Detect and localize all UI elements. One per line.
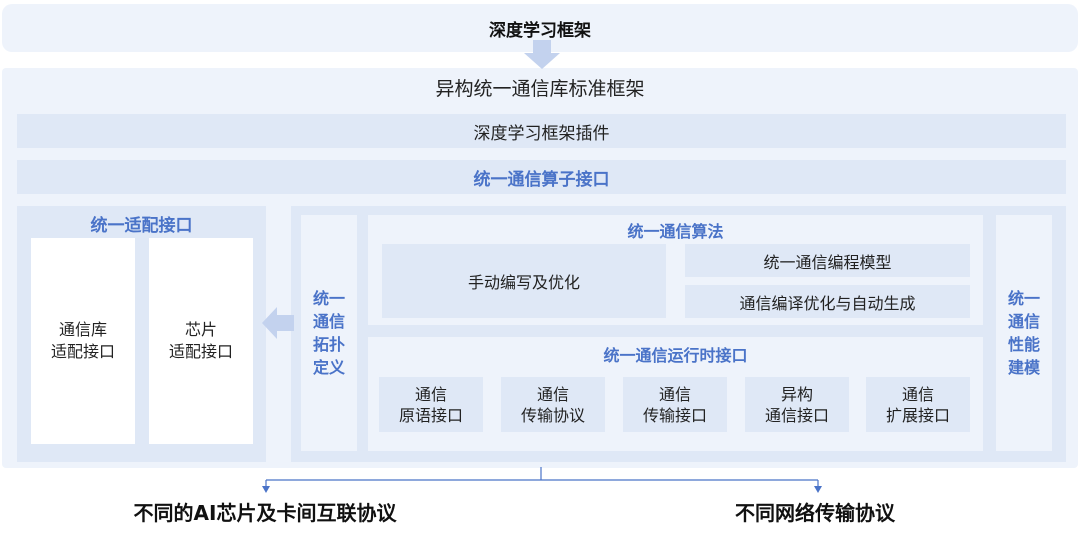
deep-learning-framework-title: 深度学习框架 [489,20,591,41]
compile-generation-box: 通信编译优化与自动生成 [685,285,970,318]
heterogeneous-interface-box: 异构 通信接口 [745,377,849,432]
chip-protocols-label: 不同的AI芯片及卡间互联协议 [133,500,397,525]
framework-plugin-band: 深度学习框架插件 [17,114,1066,148]
runtime-box-line: 原语接口 [398,405,463,425]
manual-optimization-box: 手动编写及优化 [382,244,666,318]
performance-line: 建模 [1007,358,1040,377]
runtime-box-line: 传输接口 [642,405,707,425]
topology-definition-box: 统一 通信 拓扑 定义 [301,215,357,451]
bottom-connector [262,467,822,493]
runtime-box-line: 传输协议 [520,405,585,425]
runtime-box-line: 异构 [780,384,813,404]
performance-line: 统一 [1007,289,1040,308]
left-arrow-icon [262,307,294,339]
extension-interface-box: 通信 扩展接口 [866,377,970,432]
runtime-interface-title: 统一通信运行时接口 [603,346,748,365]
down-arrow-icon [524,40,560,69]
performance-line: 通信 [1007,312,1040,331]
runtime-box-line: 通信 [658,384,691,404]
performance-line: 性能 [1007,335,1040,354]
framework-title: 异构统一通信库标准框架 [435,77,645,100]
programming-model-box: 统一通信编程模型 [685,244,970,277]
transport-protocol-box: 通信 传输协议 [501,377,605,432]
topology-line: 统一 [312,289,345,308]
network-protocols-label: 不同网络传输协议 [735,500,895,525]
runtime-box-line: 通信 [536,384,569,404]
operator-interface-band: 统一通信算子接口 [17,160,1066,194]
runtime-box-line: 通信接口 [764,405,829,425]
transport-interface-box: 通信 传输接口 [623,377,727,432]
runtime-box-line: 扩展接口 [885,405,950,425]
primitive-interface-box: 通信 原语接口 [379,377,483,432]
topology-line: 定义 [312,358,345,377]
adapter-box-line: 通信库 [58,320,107,339]
comm-library-adapter-box: 通信库 适配接口 [31,238,135,444]
performance-modeling-box: 统一 通信 性能 建模 [996,215,1052,451]
runtime-box-line: 通信 [901,384,934,404]
algorithm-title: 统一通信算法 [627,222,724,241]
runtime-box-line: 通信 [414,384,447,404]
adapter-box-line: 适配接口 [168,342,233,361]
topology-line: 通信 [312,312,345,331]
chip-adapter-box: 芯片 适配接口 [149,238,253,444]
adapter-box-line: 芯片 [184,320,217,339]
topology-line: 拓扑 [312,335,345,354]
adapter-box-line: 适配接口 [50,342,115,361]
adapter-interface-title: 统一适配接口 [90,215,193,236]
